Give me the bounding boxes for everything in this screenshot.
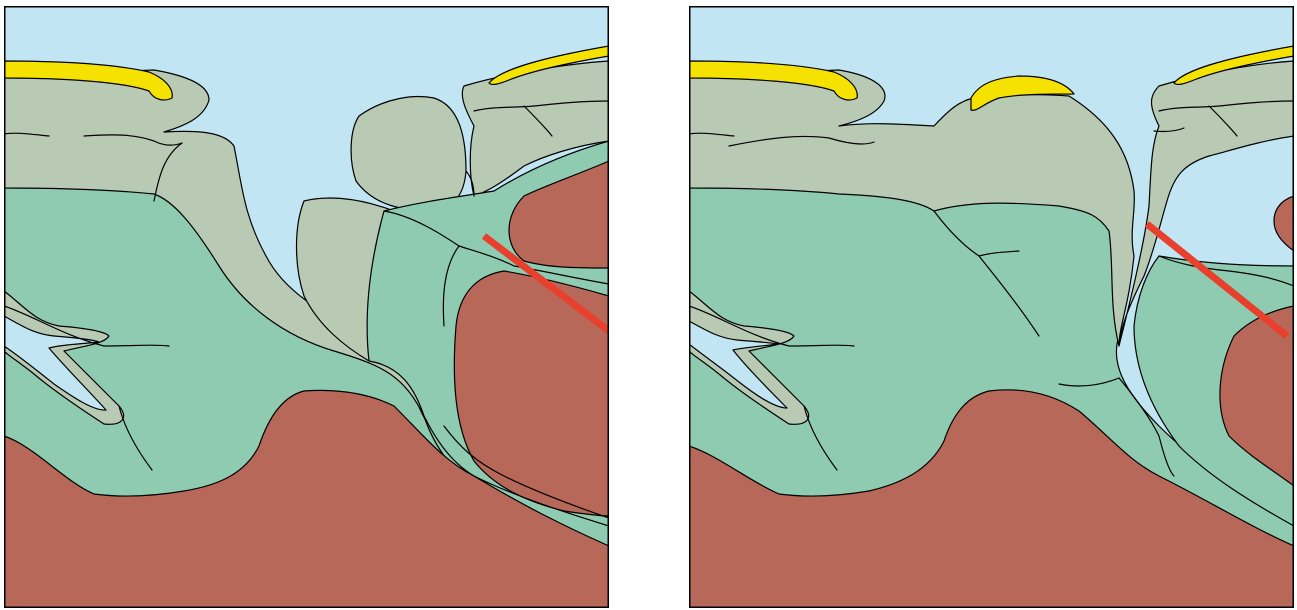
cross-section-left-svg	[4, 6, 609, 608]
cross-section-panel-right	[689, 6, 1294, 608]
cross-section-right-svg	[689, 6, 1294, 608]
cross-section-panel-left	[4, 6, 609, 608]
grey-unit-upper-right-knob	[351, 97, 466, 211]
